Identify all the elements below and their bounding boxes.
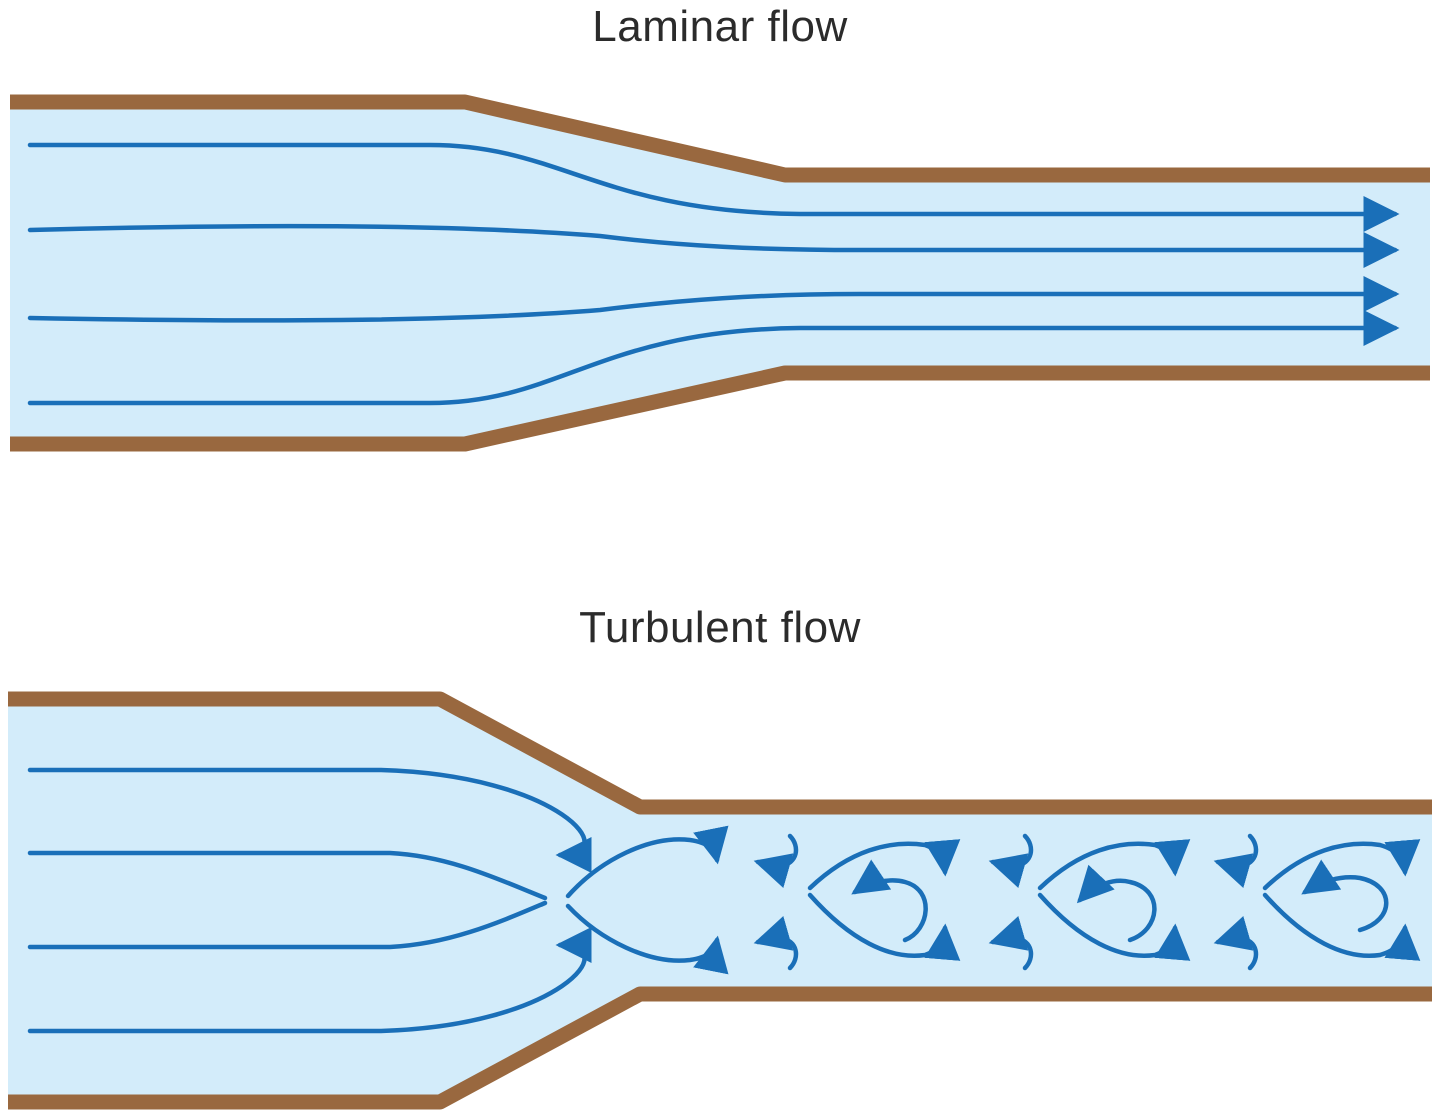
vortex-curl (1301, 859, 1389, 933)
vortex-loop (565, 825, 729, 899)
vortex-curl (851, 859, 928, 943)
turbulent-streamline (27, 927, 592, 1034)
vortex-curl (1213, 833, 1259, 888)
laminar-streamline (27, 276, 1400, 323)
vortex-curl (988, 833, 1034, 888)
laminar-bottom-wall (10, 365, 1430, 452)
vortex-loop (1262, 892, 1421, 961)
laminar-streamlines (27, 142, 1400, 406)
laminar-flow-title: Laminar flow (592, 2, 848, 51)
vortex-curl (1213, 916, 1259, 971)
vortex-loop (807, 892, 961, 961)
vortex-loop (1037, 892, 1191, 961)
turbulent-fluid (8, 700, 1432, 1101)
turbulent-flow-title: Turbulent flow (579, 603, 861, 652)
turbulent-streamline (27, 900, 548, 950)
vortex-loop (565, 903, 729, 975)
vortex-curl (753, 833, 799, 888)
turbulent-streamline (27, 850, 548, 901)
laminar-top-wall (10, 94, 1430, 183)
turbulent-pipe (8, 691, 1432, 1110)
turbulent-bottom-wall (8, 986, 1432, 1110)
laminar-streamline (27, 142, 1400, 232)
laminar-fluid (10, 103, 1430, 443)
laminar-streamline (27, 310, 1400, 406)
laminar-streamline (27, 223, 1400, 268)
turbulent-streamlines (27, 767, 1421, 1034)
vortex-curl (988, 916, 1034, 971)
turbulent-top-wall (8, 691, 1432, 815)
laminar-pipe (10, 94, 1430, 452)
vortex-loop (1262, 839, 1421, 891)
turbulent-streamline (27, 767, 592, 873)
vortex-loop (807, 839, 961, 891)
vortex-curl (753, 916, 799, 971)
vortex-loop (1037, 839, 1191, 891)
vortex-curl (1076, 864, 1157, 943)
